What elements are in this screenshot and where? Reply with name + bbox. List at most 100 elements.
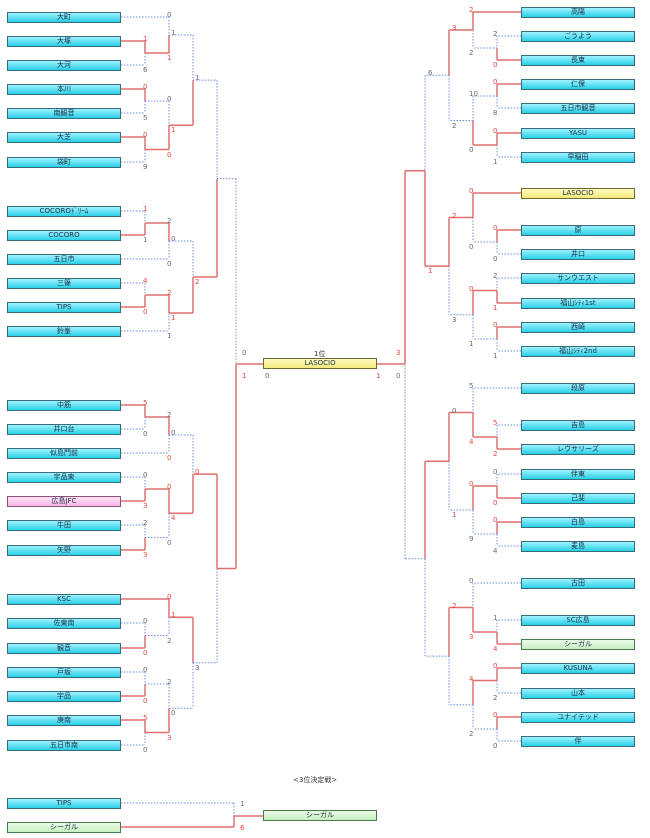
score-right_scores-20: 0 — [469, 284, 474, 293]
score-right_scores-31: 0 — [493, 499, 498, 507]
score-left_scores-43: 0 — [143, 746, 148, 754]
score-right_scores-13: 0 — [493, 255, 498, 263]
team-left_teams-15: 似島門前 — [7, 448, 121, 459]
team-right_teams-2: 長束 — [521, 55, 635, 66]
score-right_scores-4: 0 — [493, 78, 498, 86]
final-rank-label: 1位 — [314, 350, 326, 358]
score-right_scores-36: 0 — [452, 406, 457, 415]
team-left_teams-25: 庚南 — [7, 715, 121, 726]
score-left_scores-10: 1 — [171, 29, 176, 37]
score-left_scores-34: 0 — [171, 429, 176, 437]
score-left_scores-20: 0 — [171, 235, 176, 243]
team-right_teams-16: レヴサリーズ — [521, 444, 635, 455]
score-left_scores-41: 0 — [143, 697, 148, 705]
score-left_scores-5: 5 — [143, 114, 148, 122]
score-left_scores-2: 0 — [167, 11, 172, 19]
score-right_scores-16: 2 — [493, 272, 498, 280]
score-left_scores-25: 0 — [143, 430, 148, 438]
team-right_teams-26: ユナイテッド — [521, 712, 635, 723]
team-left_teams-7: COCOROﾄﾞﾘｰﾑ — [7, 206, 121, 217]
score-left_scores-26: 2 — [167, 411, 172, 419]
score-right_scores-34: 0 — [469, 480, 474, 488]
team-right_teams-27: 伴 — [521, 736, 635, 747]
team-right_teams-20: 麦島 — [521, 541, 635, 552]
semi-left-top-score: 0 — [242, 349, 247, 357]
team-left_teams-0: 大町 — [7, 12, 121, 23]
score-left_scores-40: 0 — [143, 666, 148, 674]
score-left_scores-11: 1 — [171, 126, 176, 135]
score-left_scores-14: 2 — [167, 217, 172, 225]
final-champion-box: LASOCIO — [263, 358, 377, 369]
score-right_scores-8: 10 — [469, 90, 478, 98]
score-left_scores-37: 0 — [143, 649, 148, 657]
score-right_scores-32: 0 — [493, 516, 498, 524]
team-left_teams-26: 五日市南 — [7, 740, 121, 751]
team-right_teams-6: 早稲田 — [521, 152, 635, 163]
score-right_scores-11: 2 — [452, 121, 457, 130]
score-right_scores-35: 9 — [469, 535, 474, 543]
score-left_scores-31: 3 — [143, 551, 148, 559]
team-right_teams-23: シーガル — [521, 639, 635, 650]
team-right_teams-18: 己斐 — [521, 493, 635, 504]
score-left_scores-4: 0 — [143, 83, 148, 91]
team-right_teams-12: 西崎 — [521, 322, 635, 333]
score-right_scores-7: 1 — [493, 158, 498, 166]
score-right_scores-46: 4 — [469, 674, 474, 683]
score-right_scores-27: 2 — [493, 450, 498, 458]
team-right_teams-4: 五日市観音 — [521, 103, 635, 114]
score-left_scores-29: 3 — [143, 502, 148, 510]
score-right_scores-42: 0 — [493, 662, 498, 670]
team-left_teams-13: 中筋 — [7, 400, 121, 411]
score-right_scores-9: 0 — [469, 146, 474, 154]
score-right_scores-22: 2 — [452, 211, 457, 220]
score-right_scores-39: 4 — [493, 645, 498, 653]
score-left_scores-39: 2 — [167, 636, 172, 645]
score-right_scores-45: 0 — [493, 742, 498, 750]
score-left_scores-27: 0 — [167, 454, 172, 462]
team-right_teams-24: KUSUNA — [521, 663, 635, 674]
semi-right-bottom-score: 0 — [396, 372, 401, 380]
team-left_teams-6: 袋町 — [7, 157, 121, 168]
team-left_teams-20: KSC — [7, 594, 121, 605]
team-right_teams-10: サンウエスト — [521, 273, 635, 284]
team-right_teams-15: 吉島 — [521, 420, 635, 431]
score-right_scores-17: 1 — [493, 304, 498, 312]
score-right_scores-24: 6 — [428, 69, 433, 78]
team-left_teams-2: 大河 — [7, 60, 121, 71]
score-left_scores-15: 0 — [167, 260, 172, 268]
team-right_teams-9: 井口 — [521, 249, 635, 260]
score-right_scores-12: 0 — [493, 224, 498, 232]
team-right_teams-1: ごうよう — [521, 31, 635, 42]
team-right_teams-3: 仁保 — [521, 79, 635, 90]
team-left_teams-18: 牛田 — [7, 520, 121, 531]
score-left_scores-44: 2 — [167, 678, 172, 686]
score-left_scores-13: 1 — [143, 236, 148, 244]
score-left_scores-28: 0 — [143, 471, 148, 479]
score-right_scores-33: 4 — [493, 547, 498, 555]
score-right_scores-19: 1 — [493, 352, 498, 360]
final-left-score: 0 — [265, 372, 270, 380]
score-left_scores-3: 1 — [167, 54, 172, 62]
team-left_teams-10: 三篠 — [7, 278, 121, 289]
score-left_scores-36: 0 — [143, 617, 148, 625]
third-score-b: 6 — [240, 824, 245, 832]
third-team-b: シーガル — [7, 822, 121, 833]
score-left_scores-47: 0 — [171, 709, 176, 718]
team-left_teams-4: 南観音 — [7, 108, 121, 119]
team-left_teams-1: 大塚 — [7, 36, 121, 47]
team-right_teams-17: 伴東 — [521, 469, 635, 480]
score-left_scores-45: 3 — [167, 733, 172, 742]
score-right_scores-2: 2 — [469, 6, 474, 14]
score-right_scores-29: 4 — [469, 438, 474, 446]
score-right_scores-1: 0 — [493, 61, 498, 69]
team-left_teams-16: 宇品東 — [7, 472, 121, 483]
score-left_scores-32: 0 — [167, 483, 172, 491]
team-left_teams-23: 戸坂 — [7, 667, 121, 678]
team-right_teams-21: 古田 — [521, 578, 635, 589]
score-left_scores-18: 2 — [167, 289, 172, 297]
score-left_scores-24: 5 — [143, 399, 148, 407]
score-right_scores-25: 1 — [428, 267, 433, 276]
score-left_scores-17: 0 — [143, 308, 148, 316]
